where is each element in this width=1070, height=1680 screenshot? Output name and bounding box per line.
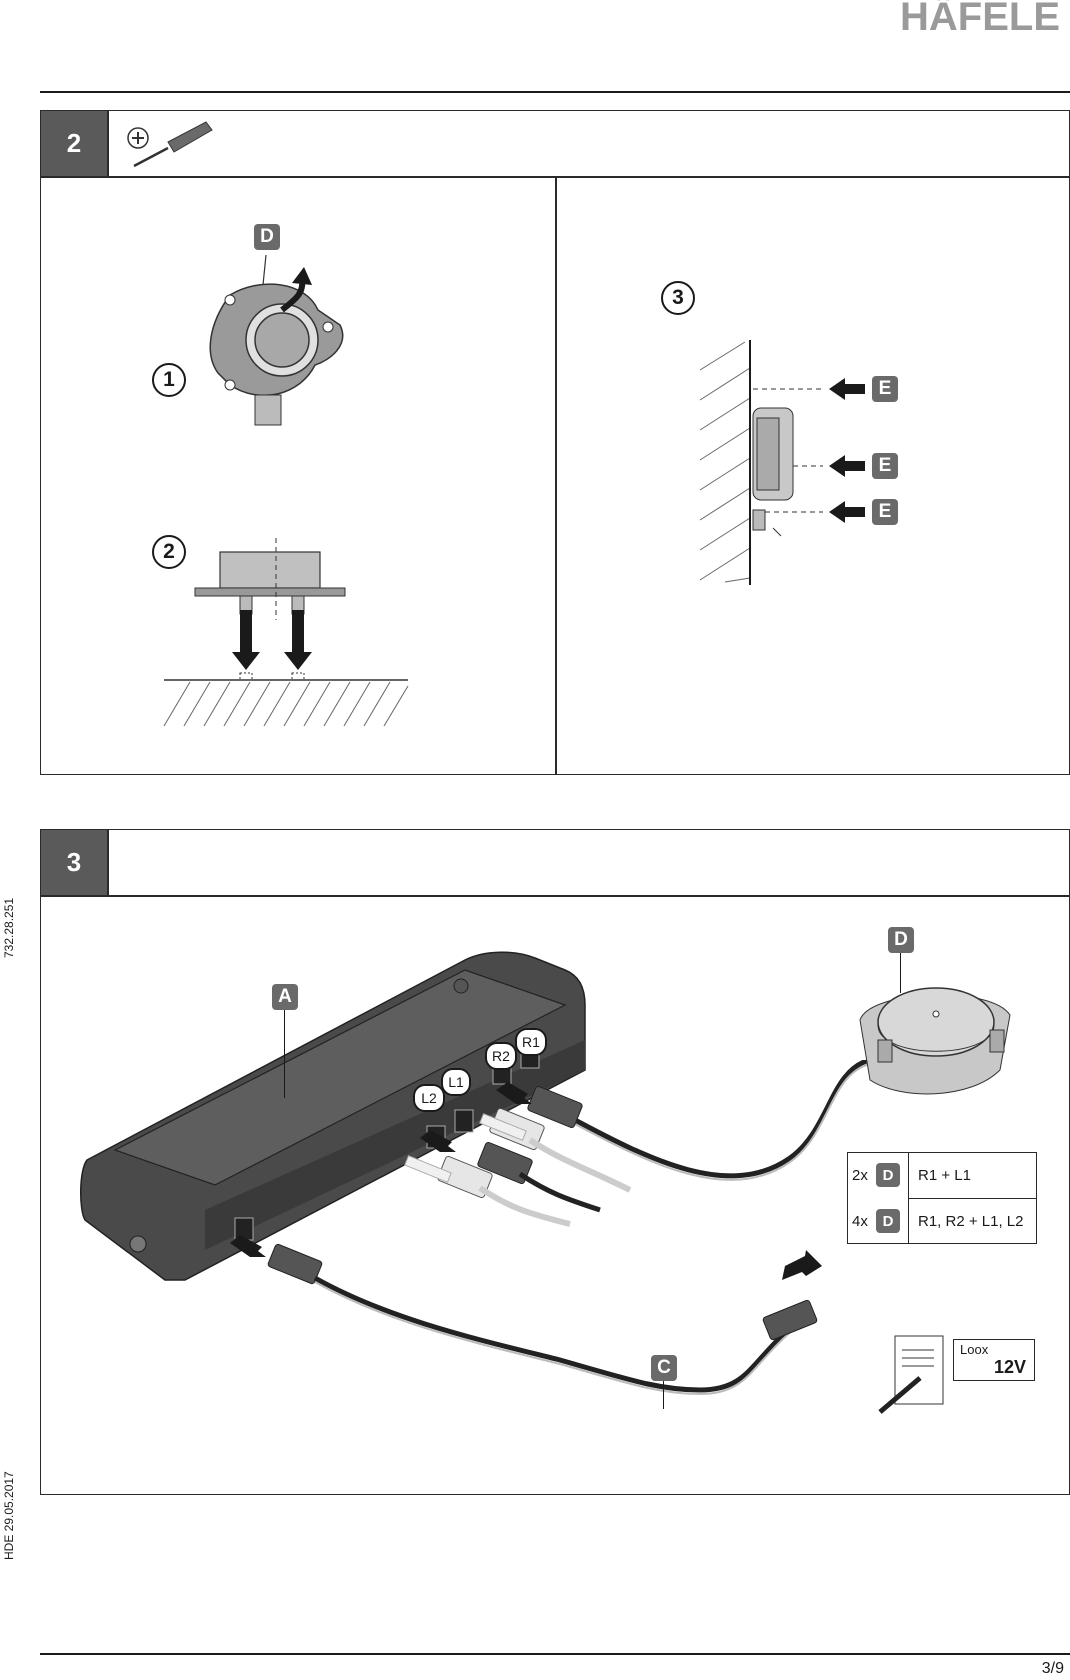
label-d-leader	[900, 953, 902, 993]
document-date: HDE 29.05.2017	[2, 1471, 16, 1560]
part-label-e-middle: E	[872, 453, 898, 479]
step-3-number-divider	[107, 829, 109, 895]
step-3-number: 3	[41, 830, 107, 895]
surface-mounting-illustration	[163, 538, 409, 727]
footer-rule	[40, 1653, 1070, 1655]
table-row: 2x D R1 + L1	[848, 1153, 1036, 1197]
label-c-leader	[663, 1381, 665, 1409]
sensor-d-illustration	[859, 987, 1011, 1095]
substep-1-number: 1	[152, 363, 186, 397]
loox-12v-box: Loox 12V	[953, 1339, 1035, 1381]
table-part-badge: D	[876, 1163, 900, 1187]
part-label-e-top: E	[872, 376, 898, 402]
step-2-number: 2	[41, 111, 107, 176]
table-connections: R1 + L1	[918, 1166, 971, 1184]
step-2-number-divider	[107, 110, 109, 176]
cabling-illustration	[230, 1060, 944, 1414]
phillips-screwdriver-icon	[127, 121, 213, 168]
port-label-r1: R1	[515, 1028, 547, 1056]
connection-table: 2x D R1 + L1 4x D R1, R2 + L1, L2	[847, 1152, 1037, 1244]
port-label-l2: L2	[413, 1084, 445, 1112]
page-number: 3/9	[1041, 1660, 1064, 1677]
step-2-column-divider	[555, 176, 557, 775]
loox-voltage: 12V	[993, 1357, 1026, 1377]
label-a-leader	[284, 1010, 286, 1098]
table-qty: 4x	[852, 1212, 868, 1230]
distributor-box-illustration	[79, 951, 586, 1281]
substep-3-number: 3	[661, 281, 695, 315]
wall-mounting-illustration	[699, 340, 865, 585]
table-row: 4x D R1, R2 + L1, L2	[848, 1199, 1036, 1243]
port-label-r2: R2	[485, 1042, 517, 1070]
substep-2-number: 2	[152, 535, 186, 569]
product-code: 732.28.251	[2, 897, 16, 958]
part-label-e-bottom: E	[872, 499, 898, 525]
table-row-divider	[908, 1198, 1036, 1199]
part-label-c: C	[651, 1355, 677, 1381]
loox-brand: Loox	[960, 1342, 989, 1357]
table-qty: 2x	[852, 1166, 868, 1184]
table-part-badge: D	[876, 1209, 900, 1233]
logo-text: HÄFELE	[900, 0, 1060, 39]
step-3-header-divider	[40, 895, 1070, 897]
part-label-d-sensor: D	[888, 927, 914, 953]
table-connections: R1, R2 + L1, L2	[918, 1212, 1024, 1230]
part-label-d: D	[254, 224, 280, 250]
port-label-l1: L1	[441, 1068, 471, 1096]
hafele-logo: HÄFELE	[900, 0, 1060, 39]
header-rule	[40, 91, 1070, 93]
part-label-a: A	[272, 984, 298, 1010]
bracket-rotation-illustration	[209, 255, 344, 426]
